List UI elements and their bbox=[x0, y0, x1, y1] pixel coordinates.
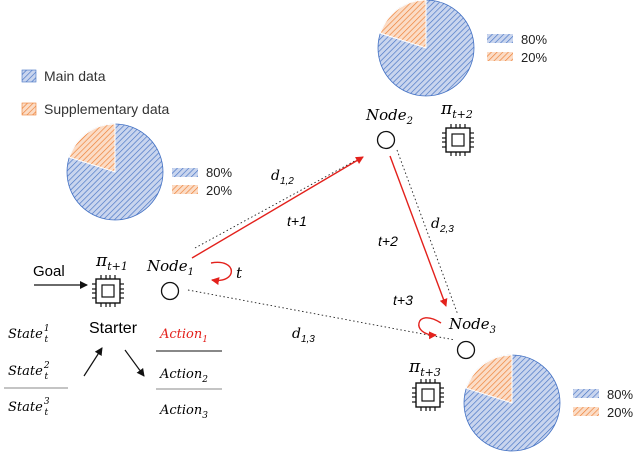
action-output-arrow bbox=[124, 349, 145, 377]
step-label-t: t bbox=[236, 264, 243, 282]
chip-icon bbox=[92, 275, 124, 307]
route-arrow-2-3 bbox=[389, 155, 448, 307]
pie-chart-node2: 80% 20% bbox=[377, 0, 547, 97]
pie1-supp-swatch bbox=[172, 185, 198, 194]
pie1-main-pct: 80% bbox=[206, 165, 232, 180]
pie1-supp-pct: 20% bbox=[206, 183, 232, 198]
legend-main-label: Main data bbox=[44, 68, 106, 84]
action-item-3: Action3 bbox=[159, 403, 208, 421]
goal-label: Goal bbox=[33, 263, 65, 280]
distance-label-1-3: d1,3 bbox=[292, 326, 315, 345]
action-item-1: Action1 bbox=[159, 327, 208, 345]
step-label-t3: t+3 bbox=[393, 292, 413, 308]
action-list: Action1 Action2 Action3 bbox=[156, 327, 222, 421]
pie2-supp-slice bbox=[379, 0, 427, 49]
pie3-main-swatch bbox=[573, 389, 599, 398]
distance-label-1-2: d1,2 bbox=[271, 168, 294, 187]
distance-line-1-2 bbox=[194, 157, 361, 249]
node2-label: Node2 bbox=[365, 106, 413, 127]
pie3-supp-pct: 20% bbox=[607, 405, 633, 420]
legend-main-swatch bbox=[21, 69, 37, 83]
pie-chart-node1: 80% 20% bbox=[66, 123, 232, 221]
pie2-main-swatch bbox=[487, 34, 513, 43]
pie1-supp-slice bbox=[68, 123, 116, 173]
policy-label-3: πt+3 bbox=[408, 357, 441, 379]
route-arrow-1-2 bbox=[191, 156, 364, 259]
pie2-main-pct: 80% bbox=[521, 32, 547, 47]
pie1-main-swatch bbox=[172, 168, 198, 177]
node3-circle bbox=[456, 340, 476, 360]
route-loop-node1 bbox=[210, 261, 232, 286]
legend-supp-swatch bbox=[21, 102, 37, 116]
distance-lines bbox=[187, 149, 459, 341]
step-label-t1: t+1 bbox=[287, 213, 307, 229]
node1-circle bbox=[160, 281, 180, 301]
node-circles bbox=[160, 130, 476, 360]
policy-label-2: πt+2 bbox=[440, 99, 473, 121]
node1-label: Node1 bbox=[146, 257, 194, 278]
route-arrows bbox=[191, 155, 448, 340]
starter-label: Starter bbox=[89, 320, 138, 337]
policy-label-1: πt+1 bbox=[95, 251, 128, 273]
distance-label-2-3: d2,3 bbox=[431, 216, 454, 235]
chip-icon bbox=[412, 379, 444, 411]
pie3-main-pct: 80% bbox=[607, 387, 633, 402]
legend-supp-label: Supplementary data bbox=[44, 101, 170, 117]
chip-icon bbox=[442, 124, 474, 156]
pie2-supp-pct: 20% bbox=[521, 50, 547, 65]
legend: Main data Supplementary data bbox=[21, 68, 170, 117]
node3-label: Node3 bbox=[448, 315, 496, 336]
state-input-arrow bbox=[83, 347, 103, 377]
distance-line-2-3 bbox=[396, 149, 459, 316]
action-item-2: Action2 bbox=[159, 367, 208, 385]
pie3-supp-swatch bbox=[573, 407, 599, 416]
pie2-supp-swatch bbox=[487, 52, 513, 61]
route-loop-node3 bbox=[418, 317, 442, 340]
node2-circle bbox=[376, 130, 396, 150]
distance-line-1-3 bbox=[187, 289, 456, 341]
pie3-supp-slice bbox=[465, 354, 513, 404]
pie-chart-node3: 80% 20% bbox=[463, 354, 633, 452]
step-label-t2: t+2 bbox=[378, 233, 398, 249]
